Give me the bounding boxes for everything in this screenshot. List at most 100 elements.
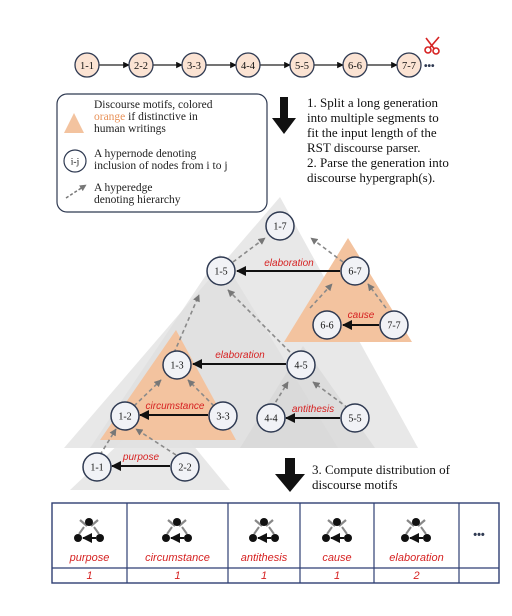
motif-glyph-circumstance [162, 518, 192, 543]
hyperedge [271, 381, 289, 409]
tree-node-2-2: 2-2 [170, 452, 200, 482]
tree-node-1-7: 1-7 [265, 211, 295, 241]
chain-node-5-5: 5-5 [289, 52, 315, 78]
legend-node-label: i-j [71, 158, 79, 168]
step-notes-1-2: 1. Split a long generation into multiple… [307, 95, 449, 185]
down-arrow-step-3 [275, 458, 305, 492]
step3-line2: discourse motifs [312, 477, 398, 492]
step1-line1: 1. Split a long generation [307, 95, 439, 110]
chain-node-6-6: 6-6 [342, 52, 368, 78]
legend-motif-line3: human writings [94, 123, 166, 135]
tree-node-label: 6-7 [348, 267, 361, 278]
discourse-hypergraph: elaboration cause elaboration circumstan… [64, 197, 418, 490]
chain-node-label: 5-5 [295, 61, 309, 72]
motif-count: 1 [261, 570, 267, 582]
tree-node-1-2: 1-2 [110, 401, 140, 431]
motif-glyph-antithesis [249, 518, 279, 543]
step1-line4: RST discourse parser. [307, 140, 421, 155]
motif-name: purpose [69, 552, 110, 564]
scissors-icon [424, 36, 440, 55]
legend-motif-line2-rest: if distinctive in [125, 111, 198, 123]
relation-label: circumstance [146, 401, 205, 412]
legend-node-line1: A hypernode denoting [94, 148, 197, 160]
legend-hyperedge [65, 184, 87, 199]
legend-motif-text: Discourse motifs, colored orange if dist… [94, 99, 213, 135]
tree-node-3-3: 3-3 [208, 401, 238, 431]
tree-node-5-5: 5-5 [340, 403, 370, 433]
step2-line2: discourse hypergraph(s). [307, 170, 436, 185]
tree-node-1-1: 1-1 [82, 452, 112, 482]
tree-node-label: 1-3 [170, 361, 183, 372]
motif-name: circumstance [145, 552, 210, 564]
tree-node-4-4: 4-4 [256, 403, 286, 433]
motif-glyph-elaboration [401, 518, 431, 543]
motif-glyph-cause [322, 518, 352, 543]
down-arrow-step-1 [272, 97, 296, 134]
chain-node-label: 1-1 [80, 61, 94, 72]
chain-node-7-7: 7-7 [396, 52, 422, 78]
hyperedge [309, 283, 333, 309]
tree-node-label: 1-5 [214, 267, 227, 278]
motif-glyph-purpose [74, 518, 104, 543]
relation-label: elaboration [215, 350, 265, 361]
motif-count: 1 [174, 570, 180, 582]
tree-node-7-7: 7-7 [379, 310, 409, 340]
legend-orange-word: orange [94, 111, 126, 123]
legend-node-line2: inclusion of nodes from i to j [94, 160, 228, 172]
legend-box: i-j [56, 93, 268, 213]
motif-count: 1 [86, 570, 92, 582]
hyperedge [133, 379, 162, 407]
relation-label: elaboration [264, 258, 314, 269]
tree-node-label: 1-1 [90, 463, 103, 474]
hyperedge [99, 428, 117, 456]
hyperedge [367, 283, 387, 309]
chain-node-label: 2-2 [134, 61, 148, 72]
chain-node-1-1: 1-1 [74, 52, 100, 78]
hyperedge [135, 428, 177, 456]
tree-node-4-5: 4-5 [286, 350, 316, 380]
chain-node-label: 6-6 [348, 61, 362, 72]
legend-motif-line1: Discourse motifs, colored [94, 99, 213, 111]
motif-count: 2 [412, 570, 419, 582]
relation-label: purpose [122, 452, 160, 463]
relation-label: cause [348, 310, 375, 321]
legend-edge-line1: A hyperedge [94, 182, 153, 194]
chain-node-3-3: 3-3 [181, 52, 207, 78]
motif-name: antithesis [241, 552, 288, 564]
segment-chain: 1-1 2-2 3-3 4-4 5-5 6-6 7-7 ••• [74, 36, 440, 78]
motif-distribution-table: purpose circumstance antithesis cause el… [51, 502, 500, 584]
step3-line1: 3. Compute distribution of [312, 462, 450, 477]
tree-node-label: 7-7 [387, 321, 400, 332]
motif-name: elaboration [389, 552, 443, 564]
tree-node-6-6: 6-6 [312, 310, 342, 340]
step-notes-3: 3. Compute distribution of discourse mot… [312, 462, 450, 492]
tree-node-label: 1-7 [273, 222, 286, 233]
hyperedge [187, 379, 215, 407]
tree-node-label: 4-4 [264, 414, 277, 425]
tree-node-label: 2-2 [178, 463, 191, 474]
tree-node-label: 3-3 [216, 412, 229, 423]
legend-edge-text: A hyperedge denoting hierarchy [94, 182, 181, 206]
tree-node-1-5: 1-5 [206, 256, 236, 286]
chain-ellipsis: ••• [424, 61, 435, 72]
tree-node-label: 4-5 [294, 361, 307, 372]
tree-node-label: 1-2 [118, 412, 131, 423]
tree-node-label: 5-5 [348, 414, 361, 425]
legend-node-text: A hypernode denoting inclusion of nodes … [94, 148, 228, 172]
legend-motif-triangle [64, 113, 84, 133]
chain-node-label: 7-7 [402, 61, 416, 72]
chain-node-4-4: 4-4 [235, 52, 261, 78]
hyperedge [312, 381, 349, 409]
tree-node-6-7: 6-7 [340, 256, 370, 286]
step2-line1: 2. Parse the generation into [307, 155, 449, 170]
step1-line3: fit the input length of the [307, 125, 437, 140]
tree-node-1-3: 1-3 [162, 350, 192, 380]
legend-motif-line2: orange if distinctive in [94, 111, 213, 123]
hyperedge [173, 294, 200, 354]
hyperedge [227, 289, 291, 353]
legend-hypernode [63, 149, 87, 173]
chain-node-2-2: 2-2 [128, 52, 154, 78]
table-ellipsis: ••• [473, 529, 485, 541]
motif-count: 1 [334, 570, 340, 582]
